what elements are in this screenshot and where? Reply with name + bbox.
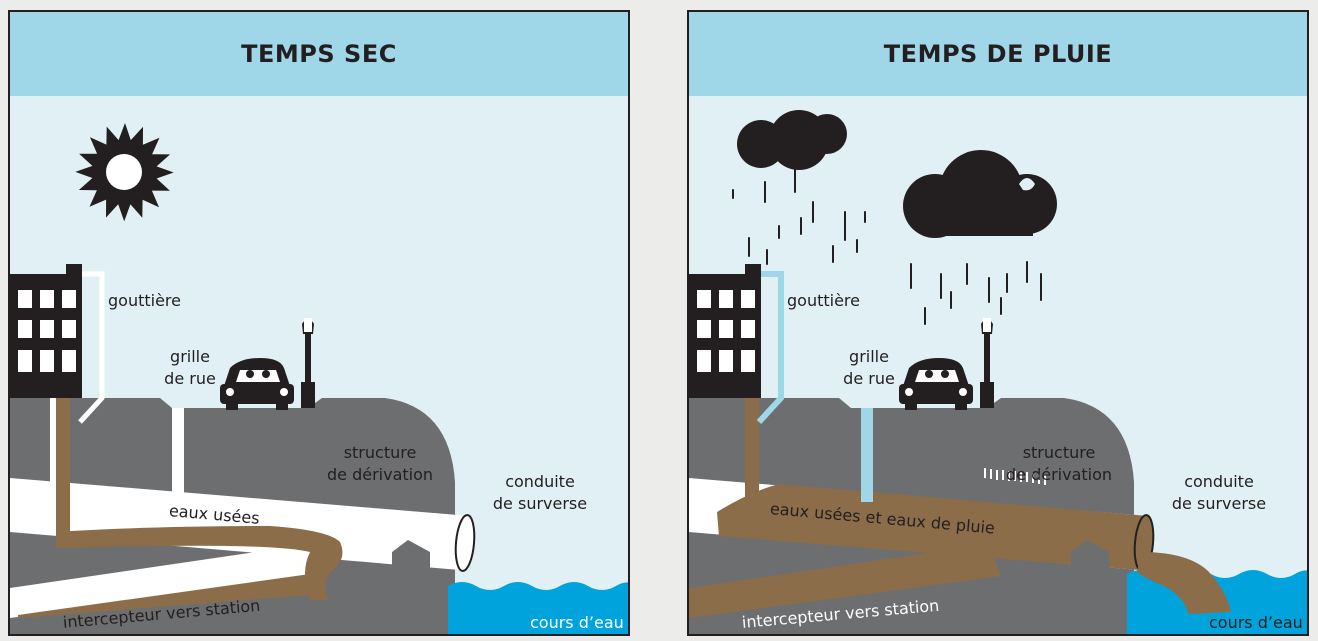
weir-marks <box>362 511 372 555</box>
wet-weather-illustration <box>689 12 1307 634</box>
grate-label-line2: de rue <box>164 369 216 388</box>
grate-label: grille de rue <box>829 346 909 390</box>
grate-label: grille de rue <box>150 346 230 390</box>
sun-icon <box>75 123 174 222</box>
interceptor-pipe <box>689 544 1001 618</box>
diversion-label-line2: de dérivation <box>326 465 434 484</box>
weir-marks <box>984 468 1046 485</box>
diversion-weir <box>373 540 430 634</box>
house-sewage-flow <box>745 398 759 508</box>
gutter-label: gouttière <box>108 291 181 310</box>
dry-weather-illustration <box>10 12 628 634</box>
sewage-flow <box>56 526 343 600</box>
rainwater-inflow <box>861 408 873 502</box>
diversion-weir <box>1052 540 1109 634</box>
street-grate-shaft <box>172 408 184 502</box>
dry-weather-panel: TEMPS SEC gouttière grille de rue struct… <box>8 10 630 636</box>
panel-title: TEMPS DE PLUIE <box>689 12 1307 96</box>
wet-weather-panel: TEMPS DE PLUIE gouttière grille de rue s… <box>687 10 1309 636</box>
house-sewage-flow <box>56 398 70 548</box>
overflow-pipe-outlet <box>454 514 476 572</box>
rain-drops <box>732 165 1042 325</box>
overflow-discharge <box>1137 552 1231 614</box>
overflow-pipe <box>10 478 470 570</box>
street-lamp-icon <box>301 318 315 408</box>
building <box>10 264 82 398</box>
overflow-label-line1: conduite <box>505 472 575 491</box>
cloud-highlight <box>1019 178 1035 191</box>
diversion-label-line1: structure <box>343 443 417 462</box>
interceptor-sewage-flow <box>18 572 322 618</box>
overflow-pipe-label: conduite de surverse <box>480 471 600 515</box>
overflow-label-line2: de surverse <box>1171 494 1267 513</box>
diversion-label-line1: structure <box>1022 443 1096 462</box>
river-label: cours d’eau <box>1209 613 1303 632</box>
river-water <box>448 582 628 634</box>
river-label: cours d’eau <box>530 613 624 632</box>
grate-label-line2: de rue <box>843 369 895 388</box>
panel-title: TEMPS SEC <box>10 12 628 96</box>
gutter-label: gouttière <box>787 291 860 310</box>
gutter-pipe <box>78 271 105 424</box>
overflow-label-line1: conduite <box>1184 472 1254 491</box>
grate-label-line1: grille <box>170 347 210 366</box>
small-cloud-icon <box>737 110 847 170</box>
large-cloud-icon <box>903 150 1057 238</box>
diversion-structure-label: structure de dérivation <box>984 442 1134 486</box>
car-icon <box>220 358 294 410</box>
interceptor-pipe <box>10 544 322 618</box>
diversion-structure-label: structure de dérivation <box>305 442 455 486</box>
combined-sewage-flow <box>717 484 1149 570</box>
overflow-pipe-label: conduite de surverse <box>1159 471 1279 515</box>
gutter-pipe <box>756 271 784 425</box>
building <box>689 264 761 398</box>
overflow-label-line2: de surverse <box>492 494 588 513</box>
street-lamp-icon <box>980 318 994 408</box>
diversion-label-line2: de dérivation <box>1005 465 1113 484</box>
grate-label-line1: grille <box>849 347 889 366</box>
car-icon <box>899 358 973 410</box>
